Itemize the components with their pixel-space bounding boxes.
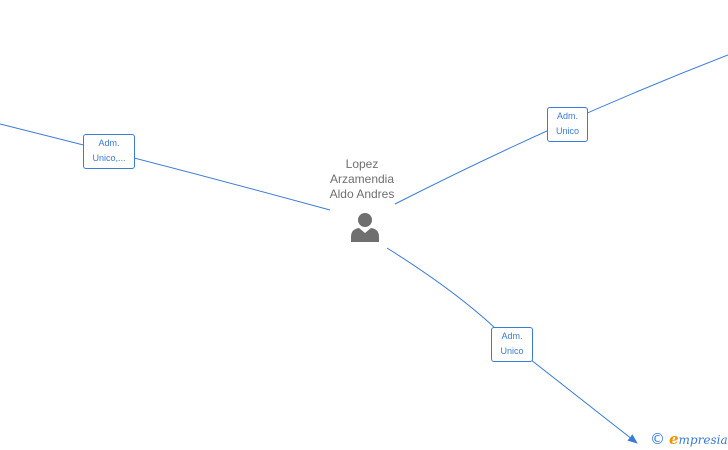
person-name-line-2: Arzamendia	[329, 172, 395, 186]
brand-logo: empresia	[669, 430, 728, 448]
role-bottom-line-2: Unico	[500, 346, 524, 356]
role-right-line-2: Unico	[555, 126, 579, 136]
empresia-watermark: © empresia	[650, 430, 728, 448]
brand-rest: mpresia	[678, 433, 728, 447]
person-name-line-1: Lopez	[345, 157, 379, 171]
person-name[interactable]: Lopez Arzamendia Aldo Andres	[312, 157, 412, 202]
brand-initial: e	[669, 430, 679, 448]
role-left-line-1: Adm.	[98, 138, 120, 148]
copyright-icon: ©	[650, 429, 665, 448]
role-box-bottom[interactable]: Adm. Unico	[491, 327, 533, 362]
role-right-line-1: Adm.	[556, 111, 578, 121]
role-box-left[interactable]: Adm. Unico,...	[83, 134, 135, 169]
role-bottom-line-1: Adm.	[501, 331, 523, 341]
role-left-line-2: Unico,...	[92, 153, 126, 163]
person-icon[interactable]	[349, 212, 381, 242]
person-name-line-3: Aldo Andres	[329, 187, 395, 201]
role-box-right[interactable]: Adm. Unico	[547, 107, 588, 142]
edge-left	[0, 123, 331, 211]
